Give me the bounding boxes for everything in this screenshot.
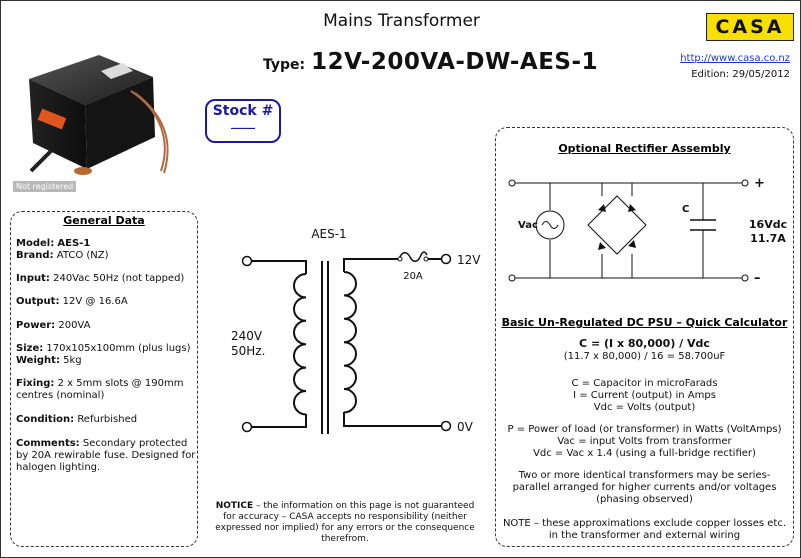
- primary-terminal-bottom: [241, 421, 253, 433]
- calc-series-line1: Two or more identical transformers may b…: [518, 470, 771, 481]
- secondary-coil: [343, 271, 357, 414]
- output-terminal-12v: [440, 253, 452, 265]
- calc-vac-def: Vac = input Volts from transformer: [557, 436, 732, 447]
- ac-source-label: Vac: [518, 220, 538, 231]
- transformer-schematic: AES-1 20A 12V 0V 240V 50Hz.: [231, 227, 481, 434]
- rect-output-terminal-plus: [741, 179, 749, 187]
- calc-note-line2: in the transformer and external wiring: [548, 530, 741, 541]
- general-data-title: General Data: [63, 214, 145, 227]
- calc-power-def: P = Power of load (or transformer) in Wa…: [507, 424, 782, 435]
- website-link[interactable]: http://www.casa.co.nz: [680, 53, 790, 64]
- primary-coil: [293, 273, 307, 416]
- rectifier-box: Optional Rectifier Assembly Vac C + – 16…: [495, 127, 794, 547]
- calc-series-line2: parallel arranged for higher currents an…: [512, 482, 777, 493]
- fixing-field: Fixing: 2 x 5mm slots @ 190mm centres (n…: [16, 378, 184, 401]
- dc-voltage-label: 16Vdc: [749, 218, 787, 231]
- calc-note-line1: NOTE – these approximations exclude copp…: [502, 518, 787, 529]
- type-line: Type: 12V-200VA-DW-AES-1: [263, 49, 598, 75]
- stock-label: Stock #: [212, 103, 274, 119]
- calc-def-c: C = Capacitor in microFarads: [571, 378, 718, 389]
- notice-text: – the information on this page is not gu…: [215, 501, 475, 544]
- calc-series-line3: (phasing observed): [596, 494, 693, 505]
- general-data-box: General Data Model: AES-1 Brand: ATCO (N…: [10, 211, 198, 547]
- size-field: Size: 170x105x100mm (plus lugs): [16, 343, 191, 354]
- rectifier-schematic: Vac C + – 16Vdc 11.7A: [508, 176, 787, 286]
- condition-field: Condition: Refurbished: [16, 414, 138, 425]
- bridge-rectifier: [587, 195, 647, 255]
- disclaimer-notice: NOTICE – the information on this page is…: [209, 501, 481, 545]
- dc-current-label: 11.7A: [750, 232, 786, 245]
- calc-def-i: I = Current (output) in Amps: [573, 390, 716, 401]
- input-field: Input: 240Vac 50Hz (not tapped): [16, 273, 185, 284]
- primary-terminal-top: [241, 255, 253, 267]
- rect-input-terminal-top: [508, 179, 516, 187]
- page-title: Mains Transformer: [323, 11, 480, 31]
- capacitor-label: C: [682, 204, 689, 215]
- rect-input-terminal-bottom: [508, 274, 516, 282]
- output-field: Output: 12V @ 16.6A: [16, 296, 128, 307]
- power-field: Power: 200VA: [16, 320, 91, 331]
- plus-label: +: [754, 176, 765, 191]
- output-terminal-0v: [440, 420, 452, 432]
- secondary-leads: [343, 258, 441, 427]
- fuse-end-left: [397, 256, 403, 262]
- sine-wave-icon: [541, 221, 559, 229]
- calc-vdc-def: Vdc = Vac x 1.4 (using a full-bridge rec…: [533, 448, 756, 459]
- logo-text: CASA: [715, 16, 785, 38]
- primary-frequency: 50Hz.: [231, 344, 265, 358]
- calc-formula: C = (I x 80,000) / Vdc: [579, 337, 710, 350]
- stock-badge: Stock # ____: [205, 99, 281, 143]
- type-value: 12V-200VA-DW-AES-1: [311, 49, 599, 75]
- weight-field: Weight: 5kg: [16, 355, 82, 366]
- calc-def-vdc: Vdc = Volts (output): [593, 402, 696, 413]
- fuse-symbol: [398, 251, 428, 262]
- stock-value: ____: [231, 115, 255, 129]
- fuse-end-right: [423, 256, 429, 262]
- comments-field: Comments: Secondary protected by 20A rew…: [16, 438, 196, 473]
- primary-voltage: 240V: [231, 329, 263, 343]
- output-0v-label: 0V: [457, 420, 474, 434]
- casa-logo: CASA: [706, 13, 794, 41]
- type-label: Type:: [263, 57, 306, 73]
- transformer-name: AES-1: [311, 227, 346, 241]
- calculator-title: Basic Un-Regulated DC PSU – Quick Calcul…: [501, 316, 788, 329]
- minus-label: –: [754, 271, 761, 286]
- bridge-leads: [601, 183, 633, 278]
- calc-example: (11.7 x 80,000) / 16 = 58.700uF: [563, 351, 726, 362]
- primary-leads: [251, 260, 307, 428]
- photo-watermark: Not registered: [13, 181, 77, 192]
- output-12v-label: 12V: [457, 253, 481, 267]
- bridge-diodes: [598, 204, 636, 250]
- model-field: Model: AES-1: [16, 238, 91, 249]
- rectifier-title: Optional Rectifier Assembly: [558, 142, 731, 155]
- product-photo: [29, 55, 169, 175]
- rect-rails: [515, 182, 742, 279]
- brand-field: Brand: ATCO (NZ): [16, 250, 109, 261]
- fuse-rating: 20A: [403, 271, 423, 282]
- edition-date: Edition: 29/05/2012: [691, 69, 790, 80]
- notice-label: NOTICE: [215, 501, 254, 511]
- rect-output-terminal-minus: [741, 274, 749, 282]
